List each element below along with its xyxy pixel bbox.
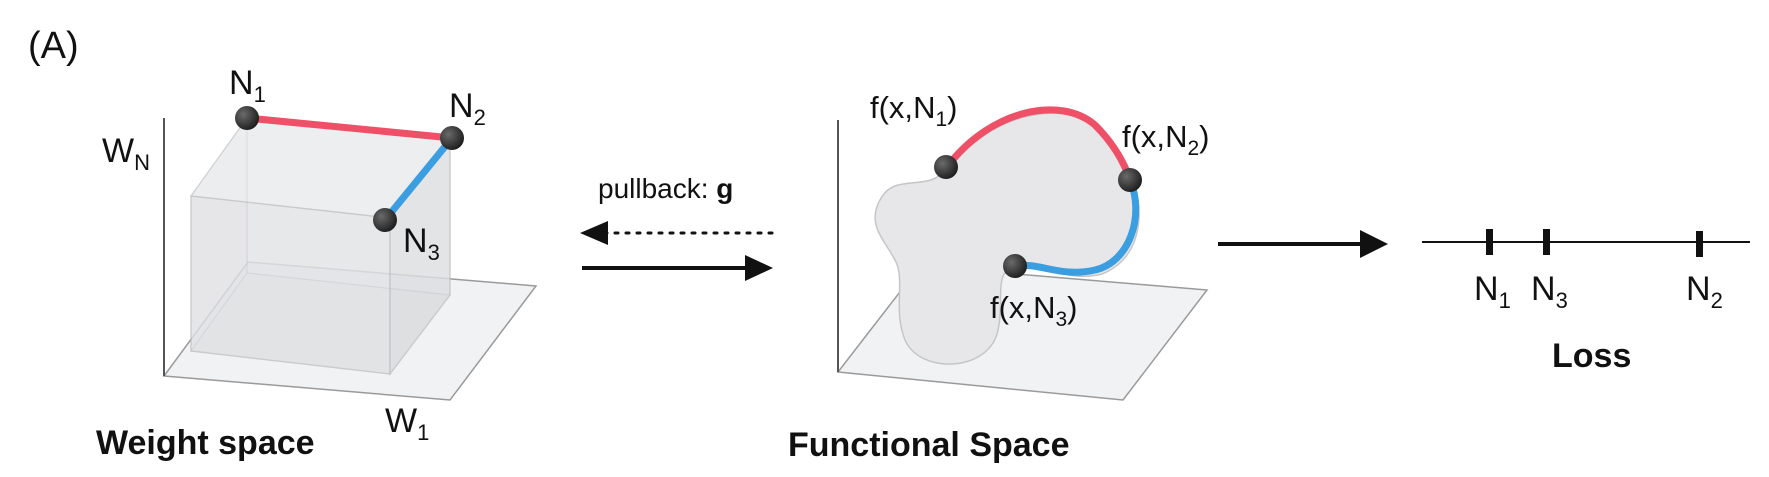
cube-front-face	[190, 195, 391, 375]
functional-node-n1	[934, 155, 958, 179]
loss-tick-n3	[1543, 229, 1550, 255]
weight-vertical-axis-label: WN	[102, 132, 150, 175]
functional-node-n3	[1003, 254, 1027, 278]
loss-arrowhead	[1360, 230, 1388, 258]
weight-horizontal-axis-label: W1	[385, 402, 429, 445]
curve-f-n1-n2	[943, 106, 1134, 184]
weight-node-n2-label: N2	[449, 87, 486, 130]
functional-node-n3-label: f(x,N3)	[990, 290, 1077, 331]
pullback-arrowhead	[580, 221, 608, 245]
weight-node-n3	[373, 208, 397, 232]
loss-tick-n3-label: N3	[1531, 270, 1568, 313]
edge-n2-n3	[381, 134, 456, 224]
weight-node-n1	[235, 106, 259, 130]
edge-n1-n2	[243, 114, 456, 142]
curve-f-n2-n3	[1012, 176, 1140, 276]
functional-node-n2-label: f(x,N2)	[1122, 119, 1209, 160]
functional-node-n1-label: f(x,N1)	[870, 90, 957, 131]
loss-tick-n2	[1696, 231, 1703, 257]
panel-label: (A)	[28, 25, 79, 67]
functional-space-title: Functional Space	[788, 426, 1070, 464]
loss-tick-n1	[1486, 229, 1493, 255]
forward-arrowhead	[745, 255, 773, 281]
functional-space-panel: f(x,N1) f(x,N2) f(x,N3) Functional Space	[788, 90, 1209, 464]
weight-space-panel: N1 N2 N3 WN W1 Weight space	[96, 64, 538, 462]
pullback-label: pullback: g	[598, 173, 733, 204]
functional-floor-plane	[836, 265, 1209, 401]
mapping-arrows: pullback: g	[580, 173, 1388, 281]
functional-node-n2	[1118, 168, 1142, 192]
loss-tick-n2-label: N2	[1686, 270, 1723, 313]
loss-title: Loss	[1552, 337, 1631, 375]
weight-node-n1-label: N1	[229, 64, 266, 107]
weight-node-n2	[440, 126, 464, 150]
weight-space-title: Weight space	[96, 424, 315, 462]
loss-panel: N1 N3 N2 Loss	[1422, 229, 1750, 375]
weight-node-n3-label: N3	[403, 222, 440, 265]
loss-tick-n1-label: N1	[1474, 270, 1511, 313]
